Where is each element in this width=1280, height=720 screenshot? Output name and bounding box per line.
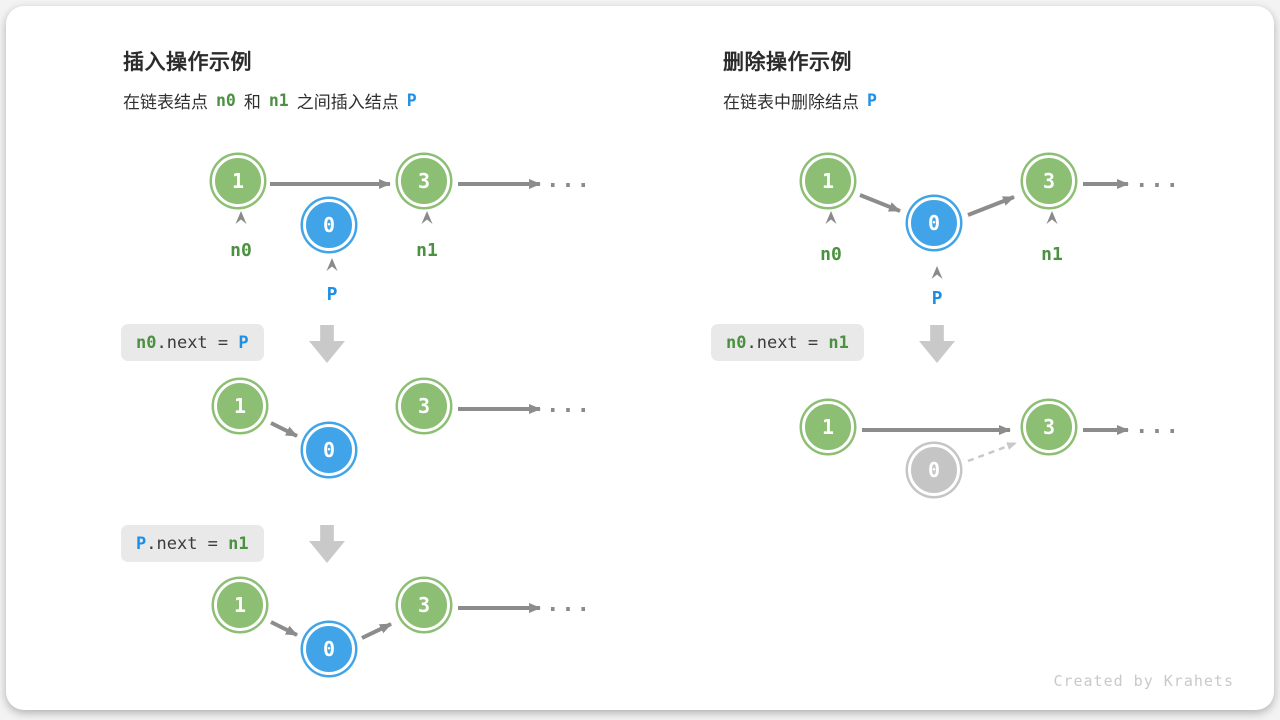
node-value: 1 [233,394,247,418]
arrow-next [859,193,901,213]
node-3: 3 [398,155,450,207]
node-3: 3 [398,380,450,432]
code-mid: .next = [156,332,239,353]
pointer-label-n0: n0 [230,240,252,261]
code-step-n0-next-p: n0.next = P [121,324,264,361]
arrow-removed-link [967,441,1017,463]
insert-panel-title: 插入操作示例 [123,51,252,74]
arrow-next [361,622,392,640]
delete-panel-title: 删除操作示例 [723,51,852,74]
arrow-next [967,195,1015,217]
down-arrow-icon [919,325,955,363]
node-value: 0 [322,438,336,462]
ellipsis-more-nodes: ... [546,592,592,617]
node-value: 1 [233,593,247,617]
caret-up-icon [326,258,338,271]
node-1: 1 [214,380,266,432]
code-tail: n1 [228,533,249,554]
node-3: 3 [398,579,450,631]
code-tail: P [238,332,249,353]
node-value: 1 [821,169,835,193]
ellipsis-more-nodes: ... [1135,168,1181,193]
credit-text: Created by Krahets [1053,672,1234,690]
node-value: 0 [322,213,336,237]
pointer-label-n1: n1 [1041,244,1063,265]
token-n1: n1 [268,91,289,110]
node-1: 1 [212,155,264,207]
insert-panel-subtitle: 在链表结点 n0 和 n1 之间插入结点 P [123,88,425,113]
node-value: 0 [927,458,941,482]
ellipsis-more-nodes: ... [1135,414,1181,439]
node-0-p: 0 [908,197,960,249]
arrow-next [270,620,298,637]
node-value: 3 [1042,415,1056,439]
subtitle-text: 和 [243,93,261,112]
node-value: 3 [417,593,431,617]
subtitle-text: 在链表结点 [123,93,208,112]
code-mid: .next = [146,533,229,554]
node-3: 3 [1023,155,1075,207]
ellipsis-more-nodes: ... [546,168,592,193]
caret-up-icon [1046,211,1058,224]
caret-up-icon [931,266,943,279]
node-1: 1 [214,579,266,631]
subtitle-text: 之间插入结点 [296,93,399,112]
node-value: 1 [821,415,835,439]
code-step-n0-next-n1: n0.next = n1 [711,324,864,361]
caret-up-icon [825,211,837,224]
pointer-label-p: P [931,288,943,309]
code-head: P [136,533,147,554]
caret-up-icon [421,211,433,224]
node-value: 3 [417,169,431,193]
pointer-label-n1: n1 [416,240,438,261]
caret-up-icon [235,211,247,224]
down-arrow-icon [309,525,345,563]
node-0-removed: 0 [908,444,960,496]
delete-panel-subtitle: 在链表中删除结点 P [723,88,885,113]
node-1: 1 [802,155,854,207]
connector-arrows-layer [235,179,1129,640]
code-mid: .next = [746,332,829,353]
node-1: 1 [802,401,854,453]
code-head: n0 [726,332,747,353]
node-0-p: 0 [303,199,355,251]
node-0-p: 0 [303,424,355,476]
pointer-label-n0: n0 [820,244,842,265]
node-value: 0 [322,637,336,661]
node-value: 3 [1042,169,1056,193]
pointer-label-p: P [326,284,338,305]
node-value: 0 [927,211,941,235]
ellipsis-more-nodes: ... [546,393,592,418]
node-value: 3 [417,394,431,418]
code-tail: n1 [828,332,849,353]
node-0-p: 0 [303,623,355,675]
subtitle-text: 在链表中删除结点 [723,93,859,112]
figure-card: 插入操作示例 在链表结点 n0 和 n1 之间插入结点 P 1 3 0 n0 n… [6,6,1274,710]
token-p: P [406,91,417,110]
node-value: 1 [231,169,245,193]
arrow-next [270,421,298,438]
token-n0: n0 [216,91,236,110]
code-head: n0 [136,332,157,353]
code-step-p-next-n1: P.next = n1 [121,525,264,562]
down-arrow-icon [309,325,345,363]
token-p: P [867,91,877,110]
node-3: 3 [1023,401,1075,453]
